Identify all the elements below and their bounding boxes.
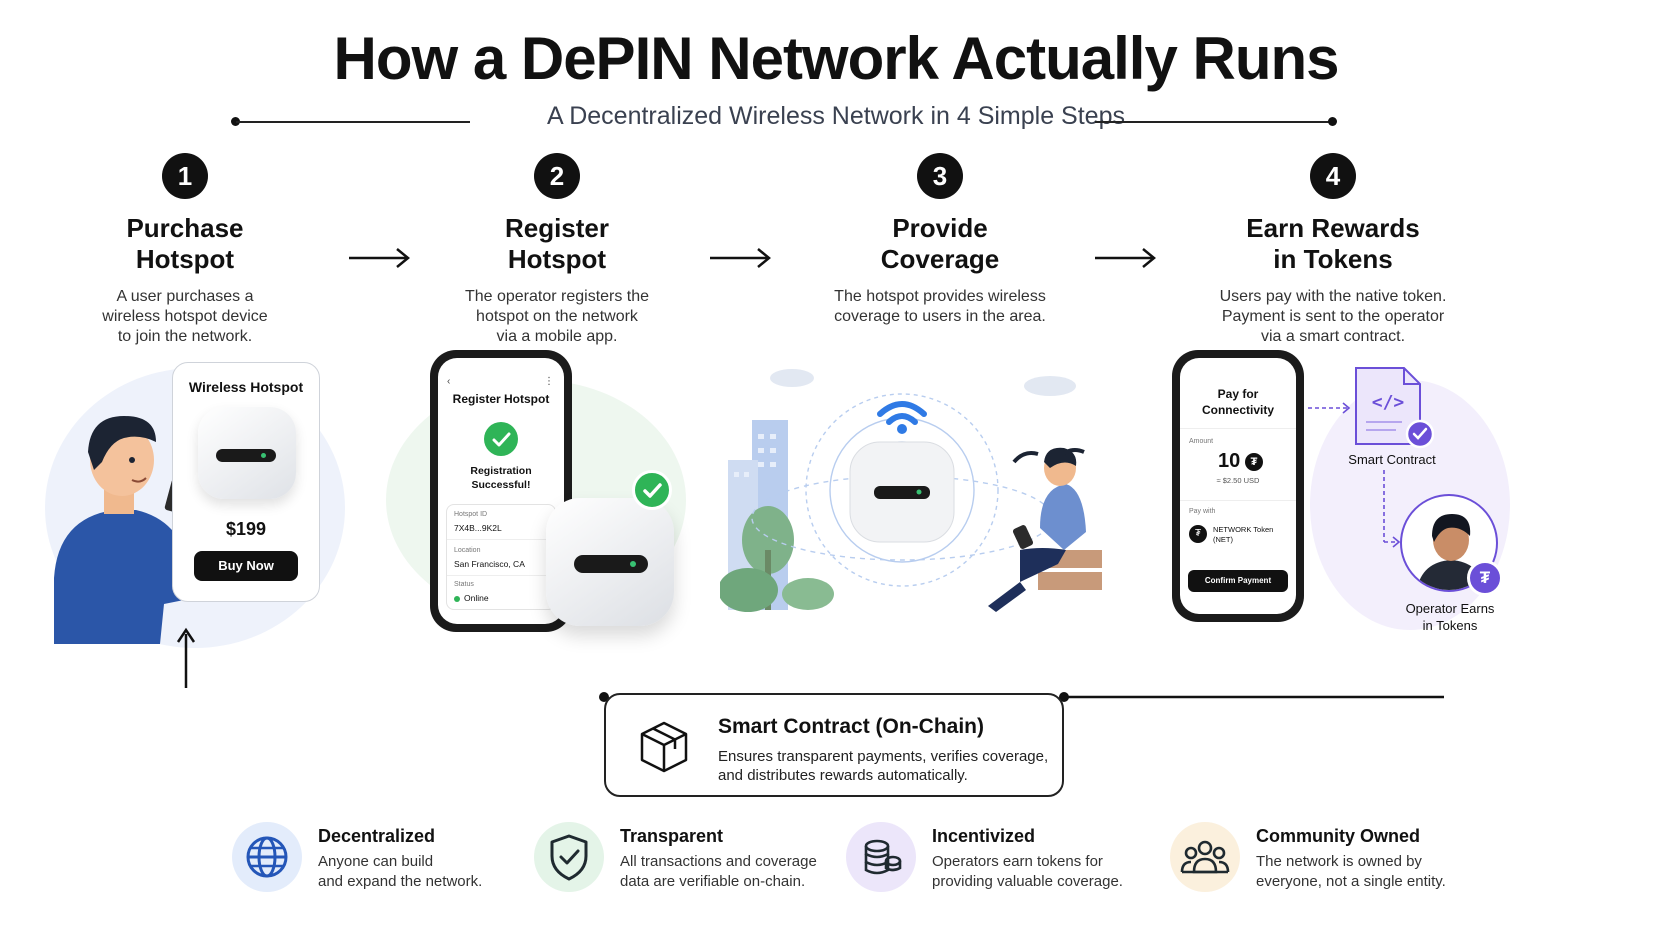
smart-contract-label: Smart Contract <box>1348 452 1436 467</box>
feature-title: Transparent <box>620 826 724 846</box>
hotspot-device <box>198 407 296 499</box>
register-header: Register Hotspot <box>452 392 550 406</box>
step-1-number: 1 <box>162 153 208 199</box>
cube-icon <box>640 721 688 773</box>
status-dot <box>454 596 460 602</box>
status-label: Status <box>454 581 474 588</box>
step-4-number: 4 <box>1310 153 1356 199</box>
token-icon: ₮ <box>1245 453 1263 471</box>
svg-text:</>: </> <box>1372 392 1405 413</box>
registered-check-icon <box>632 470 672 510</box>
page-subtitle: A Decentralized Wireless Network in 4 Si… <box>546 102 1125 130</box>
smart-contract-description: Ensures transparent payments, verifies c… <box>718 748 1049 784</box>
feature-title: Incentivized <box>932 826 1036 846</box>
shield-check-icon <box>534 822 604 892</box>
hotspot-id-value: 7X4B...9K2L <box>454 523 502 533</box>
status-value: Online <box>464 593 489 603</box>
feature-title: Community Owned <box>1256 826 1421 846</box>
subtitle-line-left <box>236 121 470 123</box>
location-value: San Francisco, CA <box>454 559 525 569</box>
page-title: How a DePIN Network Actually Runs <box>333 25 1340 92</box>
success-check-icon <box>484 422 518 456</box>
coverage-scene-illustration <box>720 369 1102 612</box>
product-title: Wireless Hotspot <box>188 379 304 395</box>
amount-value: 10 <box>1218 450 1241 472</box>
feature-title: Decentralized <box>318 826 436 846</box>
hotspot-id-label: Hotspot ID <box>454 511 488 518</box>
arrow-step-2-to-3 <box>710 248 771 268</box>
location-label: Location <box>454 547 481 554</box>
confirm-payment-button[interactable]: Confirm Payment <box>1188 570 1288 592</box>
pay-with-label: Pay with <box>1189 508 1216 515</box>
smart-contract-document-icon: </> <box>1355 367 1434 449</box>
product-price: $199 <box>225 519 267 539</box>
hotspot-product-card: Wireless Hotspot $199 Buy Now <box>172 362 320 602</box>
token-name[interactable]: NETWORK Token(NET) <box>1213 525 1274 544</box>
buy-now-button[interactable]: Buy Now <box>194 551 298 581</box>
more-icon[interactable]: ⋮ <box>544 376 554 387</box>
step-3-number: 3 <box>917 153 963 199</box>
subtitle-dot-right <box>1328 117 1337 126</box>
operator-token-badge: ₮ <box>1467 560 1503 596</box>
community-icon <box>1170 822 1240 892</box>
amount-usd: ≈ $2.50 USD <box>1216 476 1260 485</box>
hotspot-device-large <box>546 498 674 626</box>
smart-contract-title: Smart Contract (On-Chain) <box>718 715 985 738</box>
step-4-description: Users pay with the native token.Payment … <box>1219 288 1447 345</box>
hotspot-details: Hotspot ID 7X4B...9K2L Location San Fran… <box>446 504 556 610</box>
step-2-number: 2 <box>534 153 580 199</box>
arrow-step-1-to-2 <box>349 248 410 268</box>
smart-contract-box: Smart Contract (On-Chain) Ensures transp… <box>604 693 1064 797</box>
back-arrow-icon[interactable]: ‹ <box>447 376 451 387</box>
net-token-icon: ₮ <box>1189 525 1207 543</box>
subtitle-dot-left <box>231 117 240 126</box>
globe-icon <box>232 822 302 892</box>
arrow-step-3-to-4 <box>1095 248 1156 268</box>
amount-label: Amount <box>1189 438 1214 445</box>
payment-flow-arrows <box>1308 402 1401 548</box>
subtitle-line-right <box>1095 121 1333 123</box>
coins-icon <box>846 822 916 892</box>
